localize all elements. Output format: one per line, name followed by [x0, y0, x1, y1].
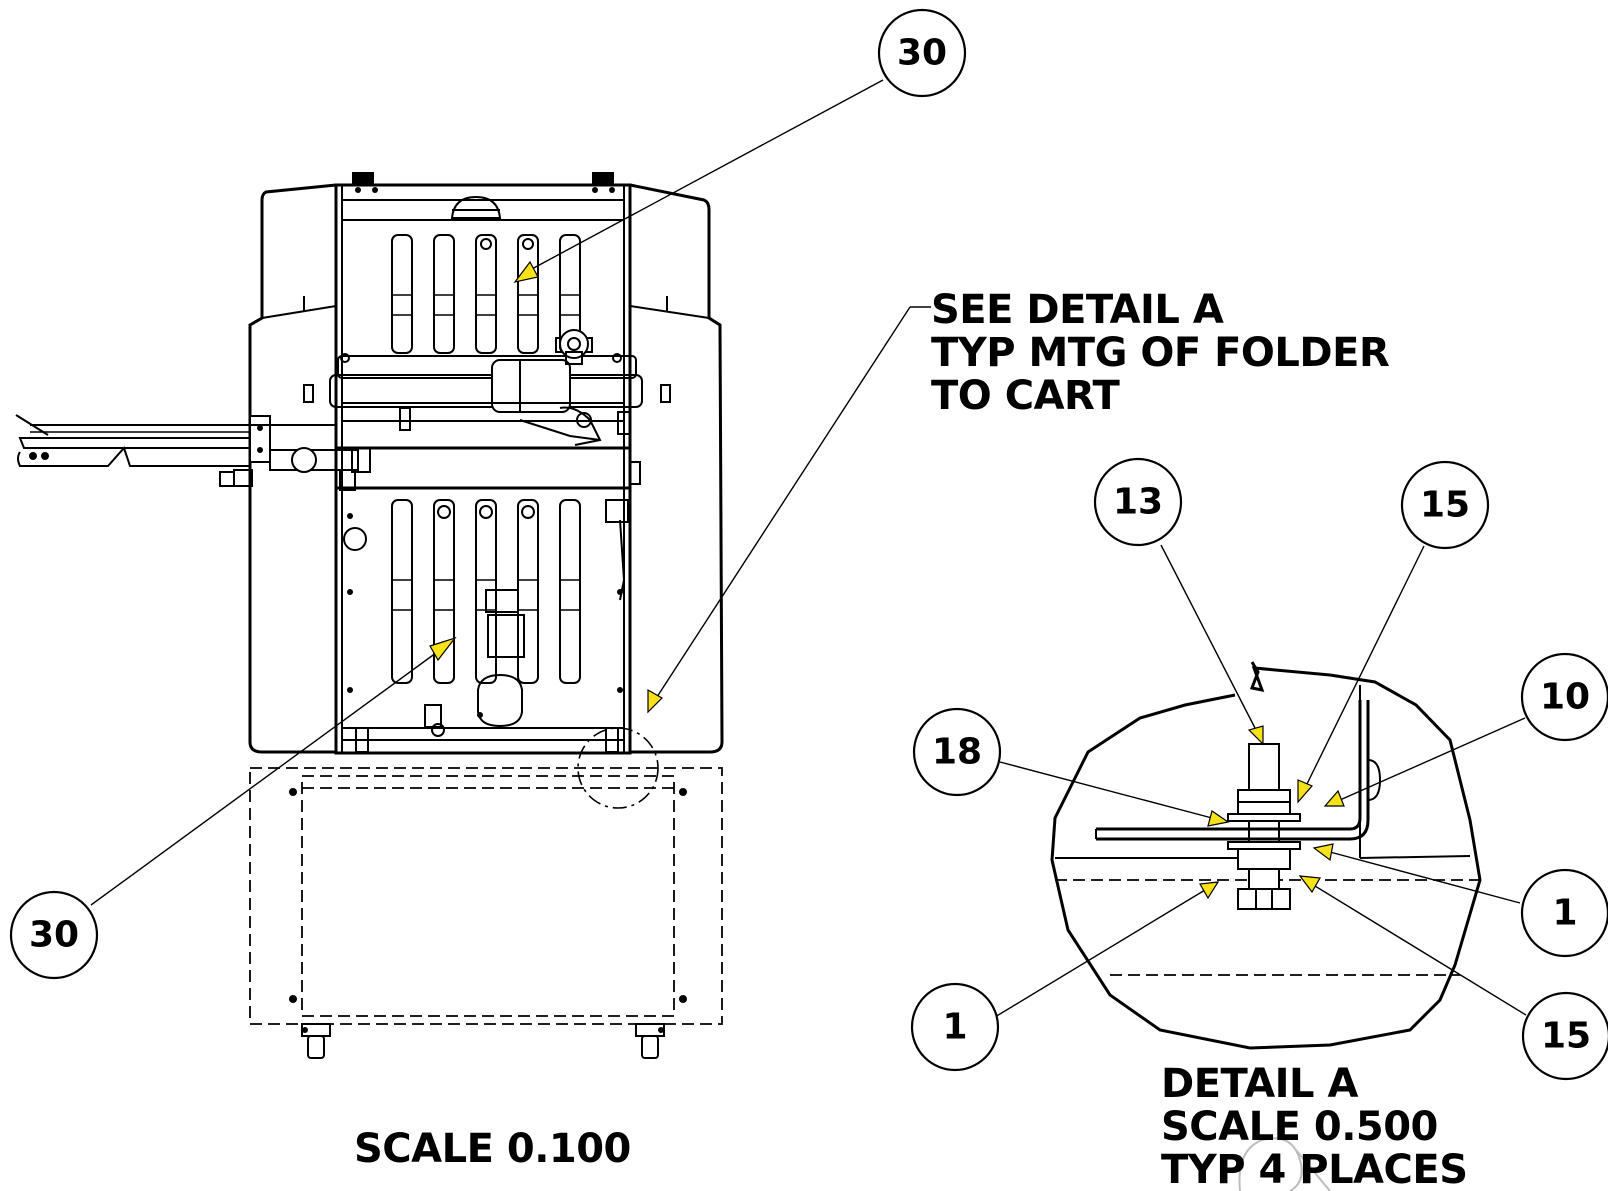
bolt-assembly [1227, 743, 1301, 910]
detail-leaders [989, 544, 1527, 1021]
balloon-13: 13 [1093, 457, 1183, 547]
detail-a-view [1050, 661, 1482, 1050]
svg-text:18: 18 [932, 732, 982, 773]
svg-text:1: 1 [942, 1007, 967, 1048]
roller-assembly [329, 329, 643, 446]
svg-text:15: 15 [1541, 1016, 1591, 1057]
detail-title-line-2: SCALE 0.500 [1161, 1104, 1438, 1150]
cart-outline [249, 767, 723, 1059]
left-housing [248, 183, 337, 754]
svg-text:13: 13 [1113, 482, 1163, 523]
right-housing [629, 183, 724, 754]
balloon-30-top: 30 [877, 8, 967, 98]
balloon-10: 10 [1520, 652, 1608, 742]
callout-line-3: TO CART [931, 373, 1121, 419]
feed-tray [15, 414, 371, 487]
balloon-18: 18 [912, 707, 1002, 797]
callout-line-2: TYP MTG OF FOLDER [931, 330, 1389, 376]
svg-text:30: 30 [897, 33, 947, 74]
folder-machine-front-view [15, 172, 724, 1059]
balloon-30-bottom: 30 [9, 890, 99, 980]
detail-break-outline [1050, 661, 1482, 1050]
center-frame [334, 183, 632, 755]
watermark-mark [1238, 1137, 1331, 1191]
svg-text:30: 30 [29, 915, 79, 956]
detail-title-line-1: DETAIL A [1161, 1061, 1358, 1107]
upper-fold-plates [391, 234, 581, 354]
balloon-1-right: 1 [1520, 868, 1608, 958]
svg-text:15: 15 [1420, 485, 1470, 526]
callout-line-1: SEE DETAIL A [931, 287, 1224, 333]
balloon-1-left: 1 [910, 982, 1000, 1072]
detail-a-indicator-circle [577, 727, 659, 809]
svg-text:1: 1 [1552, 893, 1577, 934]
balloon-15-top: 15 [1400, 460, 1490, 550]
lower-fold-plates [391, 499, 581, 684]
crossbar [334, 446, 632, 490]
detail-title-line-3: TYP 4 PLACES [1161, 1147, 1468, 1191]
main-view-leaders [90, 79, 931, 906]
main-view-scale-label: SCALE 0.100 [354, 1126, 631, 1172]
balloon-15-bottom: 15 [1521, 991, 1608, 1081]
svg-text:10: 10 [1540, 677, 1590, 718]
